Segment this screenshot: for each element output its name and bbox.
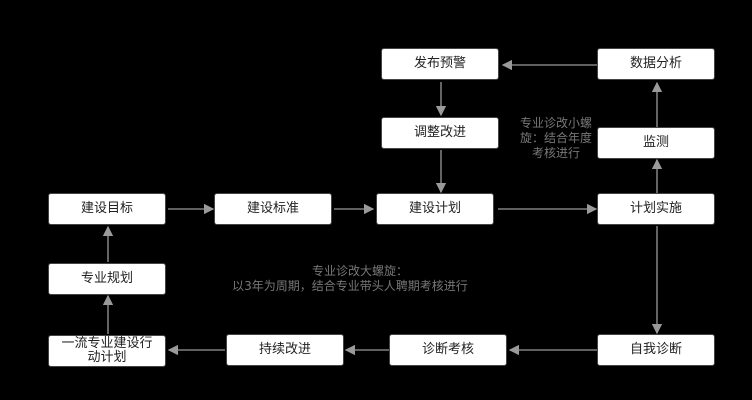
node-build-standard: 建设标准 xyxy=(214,193,332,225)
node-diagnosis-assessment: 诊断考核 xyxy=(389,334,507,366)
node-build-plan: 建设计划 xyxy=(376,193,494,225)
note-small-spiral-line1: 专业诊改小螺 xyxy=(519,116,592,130)
node-action-plan: 一流专业建设行动计划 xyxy=(48,335,166,367)
node-continuous-improve: 持续改进 xyxy=(226,334,344,366)
node-plan-implement: 计划实施 xyxy=(597,193,715,225)
note-big-spiral: 专业诊改大螺旋： 以3年为周期，结合专业带头人聘期考核进行 xyxy=(210,264,490,294)
node-major-plan: 专业规划 xyxy=(48,263,166,295)
note-small-spiral-line2: 旋：结合年度 xyxy=(519,131,592,145)
note-small-spiral: 专业诊改小螺 旋：结合年度 考核进行 xyxy=(506,116,606,161)
note-big-spiral-line1: 专业诊改大螺旋： xyxy=(311,264,408,278)
node-self-diagnosis: 自我诊断 xyxy=(597,334,715,366)
node-build-goal: 建设目标 xyxy=(48,193,166,225)
note-big-spiral-line2: 以3年为周期，结合专业带头人聘期考核进行 xyxy=(232,279,468,293)
node-data-analysis: 数据分析 xyxy=(597,48,715,80)
node-monitor: 监测 xyxy=(597,127,715,159)
node-publish-warning: 发布预警 xyxy=(381,48,499,80)
node-adjust-improve: 调整改进 xyxy=(381,117,499,149)
note-small-spiral-line3: 考核进行 xyxy=(531,146,580,160)
